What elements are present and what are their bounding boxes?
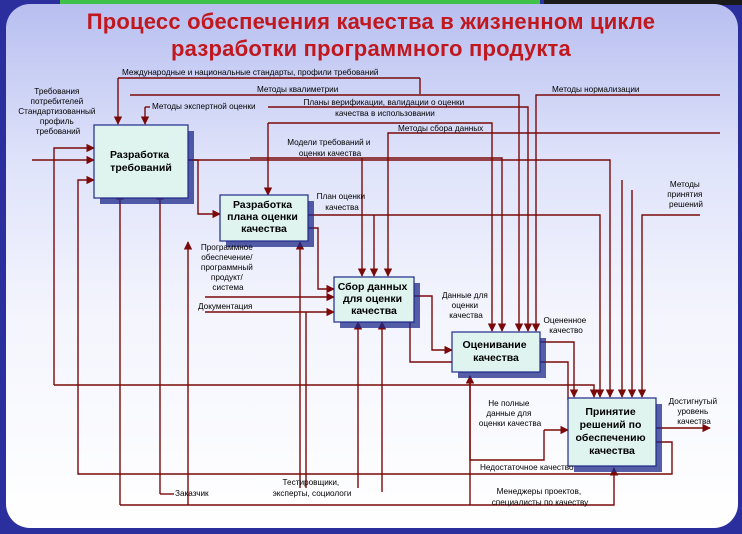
label-customer: Заказчик — [175, 489, 209, 498]
label-expert: Методы экспертной оценки — [152, 102, 256, 111]
top-accent-bar — [60, 0, 540, 5]
box-requirements-development: Разработка требований — [93, 124, 194, 204]
label-documentation: Документация — [198, 302, 252, 311]
label-data-for-eval: Данные для оценки качества — [442, 291, 490, 320]
label-standards: Международные и национальные стандарты, … — [122, 68, 379, 77]
arrow-plan — [308, 214, 605, 398]
box-1-label: Разработка требований — [110, 149, 172, 174]
box-data-collection: Сбор данных для оценки качества — [333, 276, 420, 328]
arrow-b1-output — [188, 159, 615, 398]
box-5-label: Принятие решений по обеспечению качества — [576, 406, 649, 457]
arrow-evaluated — [540, 341, 579, 398]
box-decision-making: Принятие решений по обеспечению качества — [567, 397, 662, 472]
label-decision-methods: Методы принятия решений — [667, 180, 705, 209]
arrow-normalization — [531, 94, 720, 332]
label-software: Программное обеспечение/ программный про… — [201, 243, 255, 292]
arrow-data-for-eval — [414, 295, 453, 355]
arrow-data-methods — [383, 132, 720, 277]
box-4-label: Оценивание качества — [463, 339, 530, 364]
label-insufficient: Недостаточное качество — [480, 463, 574, 472]
box-plan-development: Разработка плана оценки качества — [219, 194, 314, 247]
feedback-line — [54, 384, 599, 398]
title-line-1: Процесс обеспечения качества в жизненном… — [86, 9, 656, 34]
label-data-methods: Методы сбора данных — [398, 124, 483, 133]
label-verification: Планы верификации, валидации о оценки ка… — [304, 98, 467, 118]
box-2-label: Разработка плана оценки качества — [227, 199, 301, 235]
connector-lines — [32, 77, 720, 506]
box-quality-evaluation: Оценивание качества — [451, 331, 546, 378]
slide-title: Процесс обеспечения качества в жизненном… — [0, 8, 742, 62]
label-normalization: Методы нормализации — [552, 85, 639, 94]
top-dark-bar — [544, 0, 742, 5]
arrow-incomplete — [469, 376, 545, 461]
label-models: Модели требований и оценки качества — [287, 138, 373, 158]
label-plan: План оценки качества — [317, 192, 368, 212]
label-managers: Менеджеры проектов, специалисты по качес… — [492, 487, 589, 507]
label-qualimetry: Методы квалиметрии — [257, 85, 338, 94]
arrow-decision-methods — [637, 214, 700, 398]
label-evaluated: Оцененное качество — [543, 316, 588, 335]
label-requirements: Требования потребителей Стандартизованны… — [18, 87, 97, 136]
label-achieved: Достигнутый уровень качества — [669, 397, 720, 426]
box-3-label: Сбор данных для оценки качества — [338, 281, 411, 317]
title-line-2: разработки программного продукта — [171, 36, 571, 61]
arrow-insufficient — [77, 175, 673, 475]
arrow-qualimetry — [130, 94, 524, 332]
label-testers: Тестировщики, эксперты, социологи — [273, 478, 352, 498]
label-incomplete: Не полные данные для оценки качества — [479, 399, 542, 428]
